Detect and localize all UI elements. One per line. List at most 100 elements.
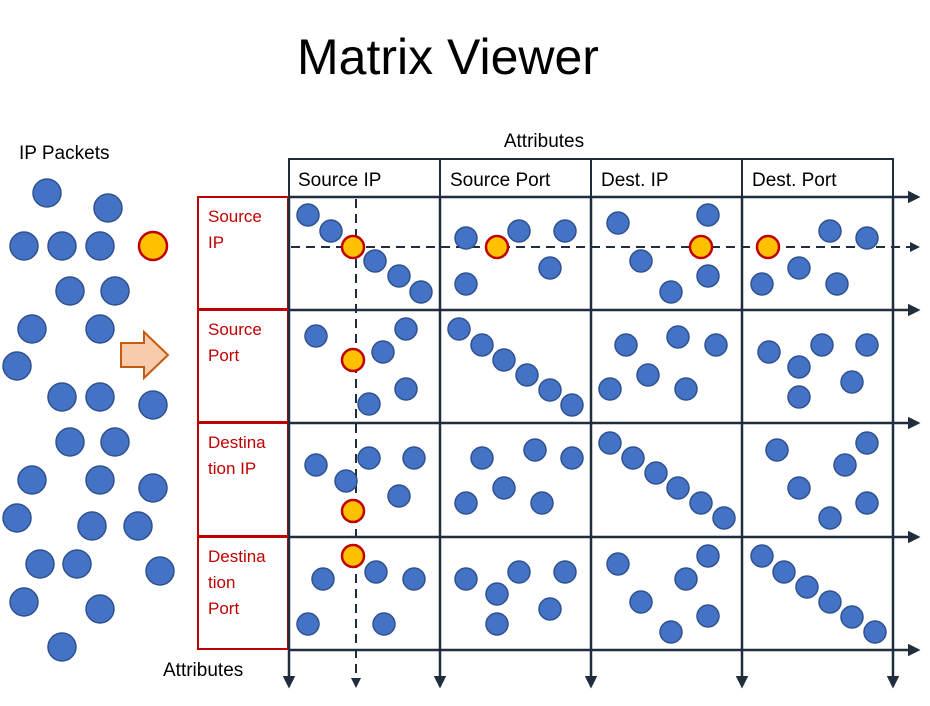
matrix-dot [530,491,554,515]
input-arrow [120,329,170,381]
matrix-dot [334,469,358,493]
matrix-dot [696,604,720,628]
packet-dot [2,503,32,533]
matrix-dot [787,476,811,500]
matrix-dot [855,431,879,455]
matrix-dot [357,392,381,416]
matrix-dot [304,324,328,348]
packet-dot [55,427,85,457]
matrix-dot [523,438,547,462]
matrix-dot [704,333,728,357]
packet-dot [47,382,77,412]
matrix-dot [363,249,387,273]
matrix-dot [598,377,622,401]
matrix-dot [560,446,584,470]
packet-dot [85,465,115,495]
matrix-dot [757,340,781,364]
matrix-dot [696,203,720,227]
packet-dot [85,382,115,412]
packet-dot [17,465,47,495]
matrix-dot [629,590,653,614]
column-header-source-port: Source Port [450,170,551,191]
packet-dot [17,314,47,344]
matrix-dot [454,491,478,515]
matrix-dot [538,378,562,402]
matrix-dot [454,567,478,591]
column-header-source-ip: Source IP [298,170,381,191]
matrix-dot-highlighted [340,234,366,260]
matrix-dot [818,506,842,530]
matrix-dot [614,333,638,357]
matrix-dot [674,567,698,591]
matrix-dot [750,272,774,296]
dots-layer [2,178,887,662]
matrix-dot [454,272,478,296]
matrix-dot [810,333,834,357]
packet-dot [100,276,130,306]
left-axis-label: Attributes [163,660,243,681]
matrix-dot [470,446,494,470]
packet-dot [85,231,115,261]
matrix-dot [787,385,811,409]
matrix-dot [402,446,426,470]
matrix-dot [855,333,879,357]
row-header-source-port: Source Port [208,320,267,365]
packet-dot [138,473,168,503]
matrix-dot [409,280,433,304]
packet-dot [77,511,107,541]
matrix-dot [855,491,879,515]
top-axis-label: Attributes [504,131,584,152]
matrix-dot [507,219,531,243]
matrix-dot [772,560,796,584]
matrix-dot [840,605,864,629]
matrix-dot [659,620,683,644]
row-header-source-ip: Source IP [208,207,267,252]
packet-dot [62,549,92,579]
matrix-dot [666,476,690,500]
page-title: Matrix Viewer [297,29,599,85]
matrix-dot [606,211,630,235]
matrix-dot [538,256,562,280]
matrix-dot [402,567,426,591]
matrix-dot [515,363,539,387]
matrix-dot [492,476,516,500]
packet-dot [47,231,77,261]
matrix-dot [621,446,645,470]
matrix-dot [357,446,381,470]
matrix-dot [364,560,388,584]
matrix-dot [304,453,328,477]
matrix-dot-highlighted [755,234,781,260]
matrix-dot [454,226,478,250]
matrix-dot [689,491,713,515]
matrix-dot [666,325,690,349]
matrix-dot [319,219,343,243]
matrix-dot [840,370,864,394]
column-header-dest-port: Dest. Port [752,170,837,191]
matrix-dot [833,453,857,477]
matrix-dot [825,272,849,296]
matrix-dot [311,567,335,591]
matrix-dot [659,280,683,304]
column-headers: Source IP Source Port Dest. IP Dest. Por… [288,158,894,198]
packet-dot [145,556,175,586]
matrix-dot [538,597,562,621]
matrix-dot [629,249,653,273]
matrix-dot [485,612,509,636]
matrix-dot-highlighted [340,543,366,569]
matrix-dot-highlighted [688,234,714,260]
matrix-dot [560,393,584,417]
packet-dot [93,193,123,223]
packet-dot [9,587,39,617]
matrix-dot [387,264,411,288]
packet-dot [85,594,115,624]
column-header-dest-ip: Dest. IP [601,170,669,191]
matrix-dot [470,333,494,357]
matrix-dot [765,438,789,462]
matrix-dot-highlighted [484,234,510,260]
matrix-grid [282,190,921,689]
packet-dot [55,276,85,306]
packet-dot [138,390,168,420]
packet-dot [85,314,115,344]
matrix-dot [855,226,879,250]
